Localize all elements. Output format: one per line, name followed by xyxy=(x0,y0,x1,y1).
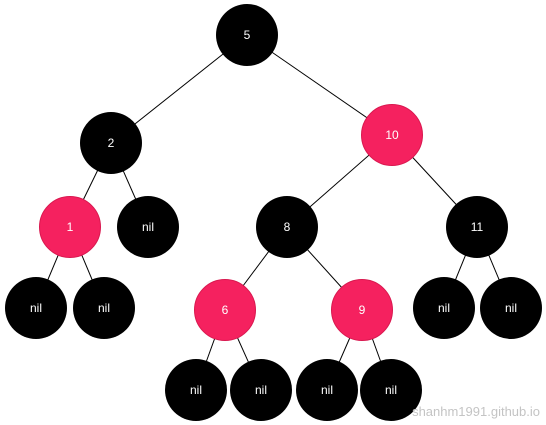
tree-node-n10: 10 xyxy=(361,104,423,166)
tree-node-nil6a: nil xyxy=(165,359,227,421)
tree-node-nil9a: nil xyxy=(296,359,358,421)
tree-node-n6: 6 xyxy=(194,279,256,341)
tree-node-nil1b: nil xyxy=(73,277,135,339)
watermark: shanhm1991.github.io xyxy=(412,404,540,419)
tree-node-nil9b: nil xyxy=(360,359,422,421)
tree-node-n11: 11 xyxy=(446,196,508,258)
tree-node-nil2: nil xyxy=(117,196,179,258)
tree-node-n5: 5 xyxy=(216,4,278,66)
tree-node-n8: 8 xyxy=(256,196,318,258)
tree-node-n2: 2 xyxy=(80,112,142,174)
tree-node-nil1a: nil xyxy=(5,277,67,339)
tree-node-nil6b: nil xyxy=(230,359,292,421)
tree-node-n1: 1 xyxy=(39,196,101,258)
tree-node-nil11b: nil xyxy=(480,277,542,339)
tree-node-n9: 9 xyxy=(331,279,393,341)
tree-node-nil11a: nil xyxy=(413,277,475,339)
